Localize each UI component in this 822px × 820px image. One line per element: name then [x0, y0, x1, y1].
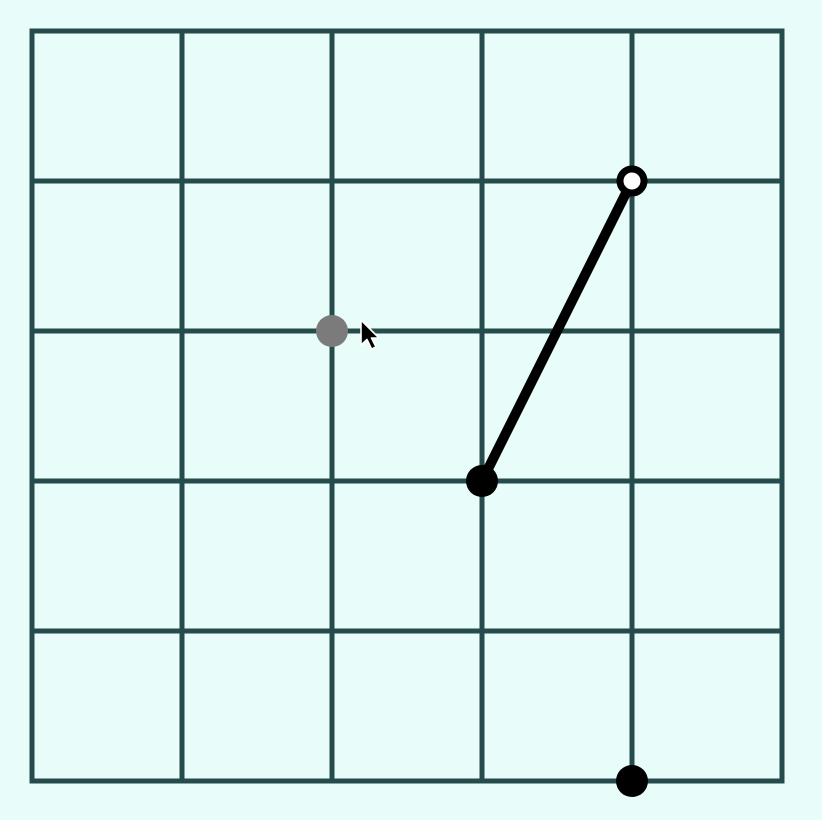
hover-dot[interactable]	[316, 315, 348, 347]
standalone-dot[interactable]	[616, 765, 648, 797]
grid	[29, 28, 785, 784]
points	[316, 165, 648, 797]
segment-start-dot[interactable]	[466, 465, 498, 497]
segment-end-ring[interactable]	[616, 165, 648, 197]
drawn-segment	[477, 176, 637, 486]
arrow-cursor-icon	[360, 319, 380, 350]
segments	[477, 176, 637, 486]
cursor	[360, 319, 380, 350]
